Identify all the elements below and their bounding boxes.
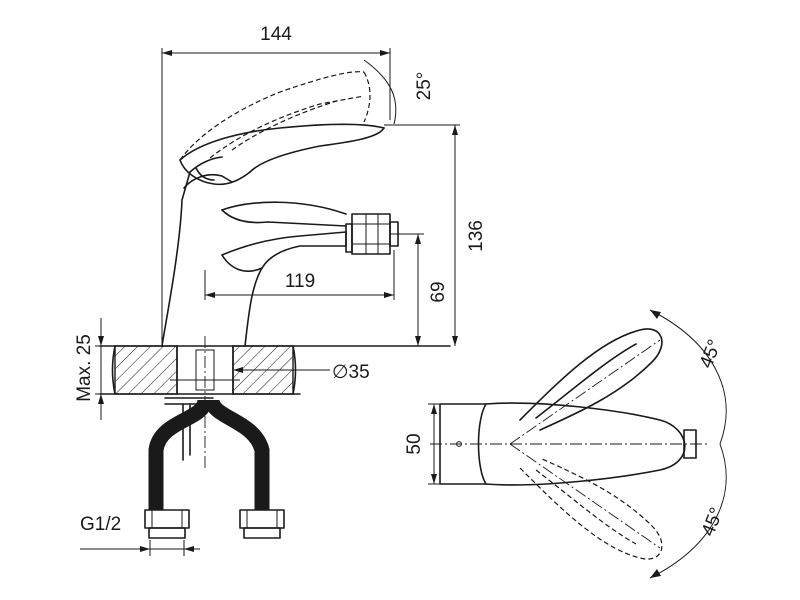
dimension-total-length: 144 [260, 24, 292, 45]
dimension-rotation-upper: 45° [696, 337, 726, 372]
dimension-outlet-height: 69 [428, 281, 449, 302]
dimension-height: 136 [466, 220, 487, 252]
side-view: 144 25° 136 69 119 Max. 25 ∅35 [74, 24, 487, 556]
top-view: 45° 45° 50 [404, 309, 728, 579]
dimension-max-thickness: Max. 25 [74, 334, 95, 402]
dimension-hole-diameter: ∅35 [332, 362, 370, 383]
dimension-spout-reach: 119 [285, 271, 315, 292]
countertop-section [99, 345, 451, 395]
dimension-rotation-lower: 45° [698, 505, 728, 540]
dimension-base-width: 50 [404, 433, 425, 454]
hose-right [204, 398, 285, 539]
hose-left [144, 398, 213, 539]
dimension-thread: G1/2 [80, 514, 121, 535]
dimension-lever-tilt: 25° [414, 72, 435, 101]
tap-body [161, 71, 399, 347]
